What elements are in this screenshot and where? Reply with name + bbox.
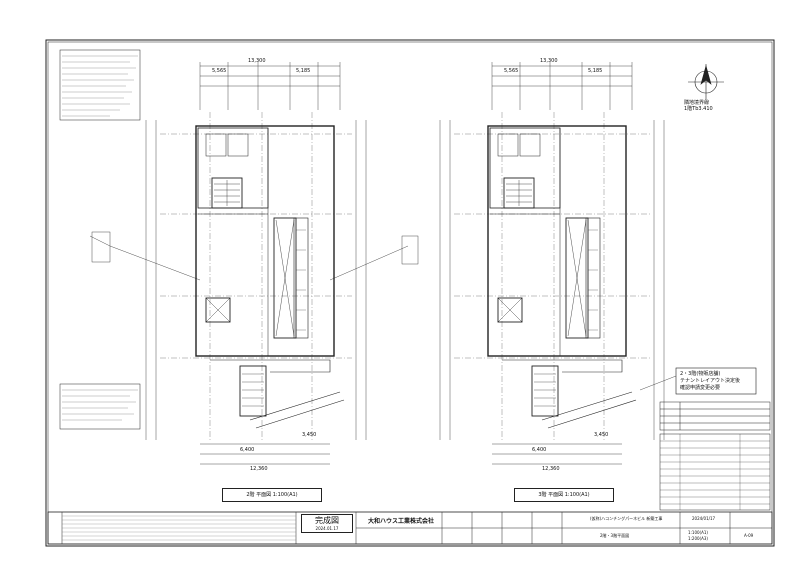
exterior-stair-left bbox=[239, 365, 267, 417]
north-arrow-icon bbox=[688, 64, 724, 100]
dim-width-c-right: 3,450 bbox=[594, 432, 609, 438]
plan-caption-left: 2階 平面図 1:100(A1) bbox=[222, 488, 322, 502]
notes-box-bottom-left bbox=[59, 383, 141, 430]
dim-mid-right: 6,400 bbox=[532, 447, 547, 453]
dim-total-width-left: 13,300 bbox=[248, 58, 266, 64]
dim-bay1-right: 5,565 bbox=[504, 68, 519, 74]
company-name: 大和ハウス工業株式会社 bbox=[368, 518, 435, 525]
plan-left bbox=[59, 49, 419, 491]
escalator-right bbox=[565, 217, 589, 339]
drawing-date: 2024/01/17 bbox=[692, 516, 716, 521]
building-outline-right bbox=[487, 125, 627, 357]
plan-caption-right: 3階 平面図 1:100(A1) bbox=[514, 488, 614, 502]
sheet-number: A-09 bbox=[744, 533, 754, 538]
tenant-note-2: テナントレイアウト決定後 bbox=[680, 378, 741, 384]
notes-box-top-left bbox=[59, 49, 141, 121]
building-outline-left bbox=[195, 125, 335, 357]
plan-right bbox=[439, 62, 665, 491]
dim-total-width-right: 13,300 bbox=[540, 58, 558, 64]
exterior-stair-right bbox=[531, 365, 559, 417]
elevator-left bbox=[205, 297, 231, 323]
tenant-note-3: 確認申請変更必要 bbox=[680, 385, 721, 391]
dim-width-c-left: 3,450 bbox=[302, 432, 317, 438]
stamp-date: 2024.01.17 bbox=[315, 526, 339, 531]
tenant-note-1: 2・3階(物販店舗) bbox=[680, 371, 721, 377]
tenant-note-box bbox=[675, 367, 757, 395]
info-panels bbox=[639, 367, 771, 511]
stair-left bbox=[211, 177, 243, 209]
spec-table-2 bbox=[659, 433, 771, 511]
sheet-inner-border bbox=[47, 41, 773, 545]
stair-right bbox=[503, 177, 535, 209]
north-note-1: 隣地境界線 bbox=[684, 100, 710, 106]
dim-bay1-left: 5,565 bbox=[212, 68, 227, 74]
dim-bottom-right: 12,360 bbox=[542, 466, 560, 472]
escalator-left bbox=[273, 217, 297, 339]
north-note-2: 1階Tb3.410 bbox=[684, 106, 713, 112]
sheet-title: 2階・3階平面図 bbox=[600, 533, 630, 538]
dim-mid-left: 6,400 bbox=[240, 447, 255, 453]
title-block bbox=[47, 511, 773, 545]
scale-2: 1:200(A3) bbox=[688, 536, 708, 541]
elevator-right bbox=[497, 297, 523, 323]
dim-bay2-right: 5,185 bbox=[588, 68, 603, 74]
stamp-title: 完成図 bbox=[315, 516, 339, 525]
sheet-border bbox=[45, 39, 775, 547]
scale-1: 1:100(A1) bbox=[688, 530, 708, 535]
dim-bottom-left: 12,360 bbox=[250, 466, 268, 472]
dim-bay2-left: 5,185 bbox=[296, 68, 311, 74]
completion-stamp: 完成図 2024.01.17 bbox=[301, 514, 353, 533]
project-name: (仮称)ハコンチングパーネビル 新築工事 bbox=[590, 516, 663, 521]
